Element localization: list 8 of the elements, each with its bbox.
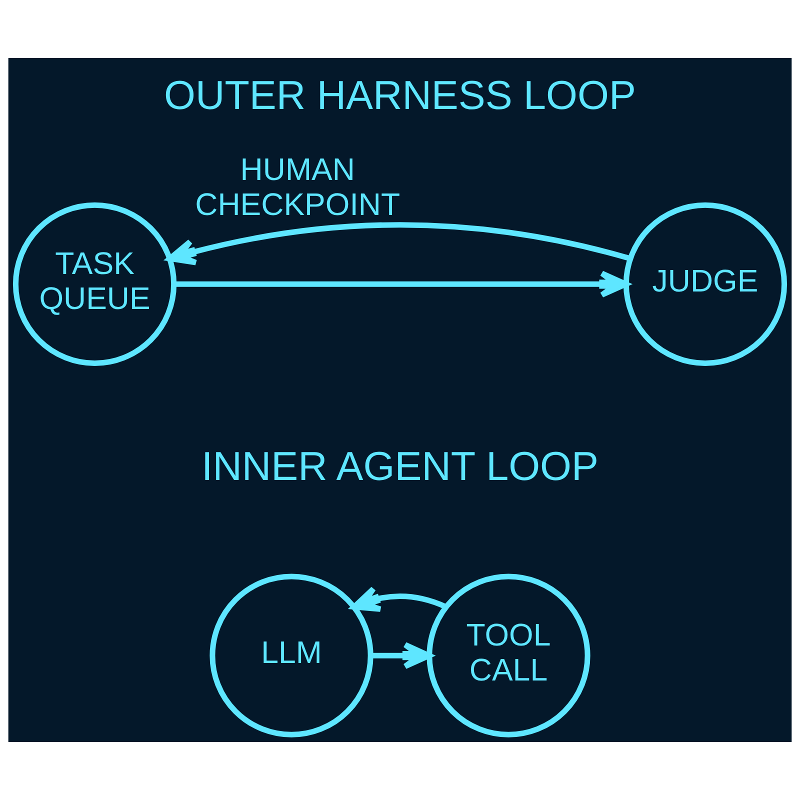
label: INNER AGENT LOOP (202, 443, 598, 490)
node-circle: JUDGE (623, 202, 788, 366)
label: OUTER HARNESS LOOP (164, 72, 636, 118)
node-circle: LLM (210, 574, 374, 738)
edge-label: HUMAN CHECKPOINT (195, 152, 400, 222)
node-circle: TASK QUEUE (12, 202, 177, 366)
node-circle: TOOL CALL (426, 574, 590, 738)
arrow (351, 586, 447, 612)
